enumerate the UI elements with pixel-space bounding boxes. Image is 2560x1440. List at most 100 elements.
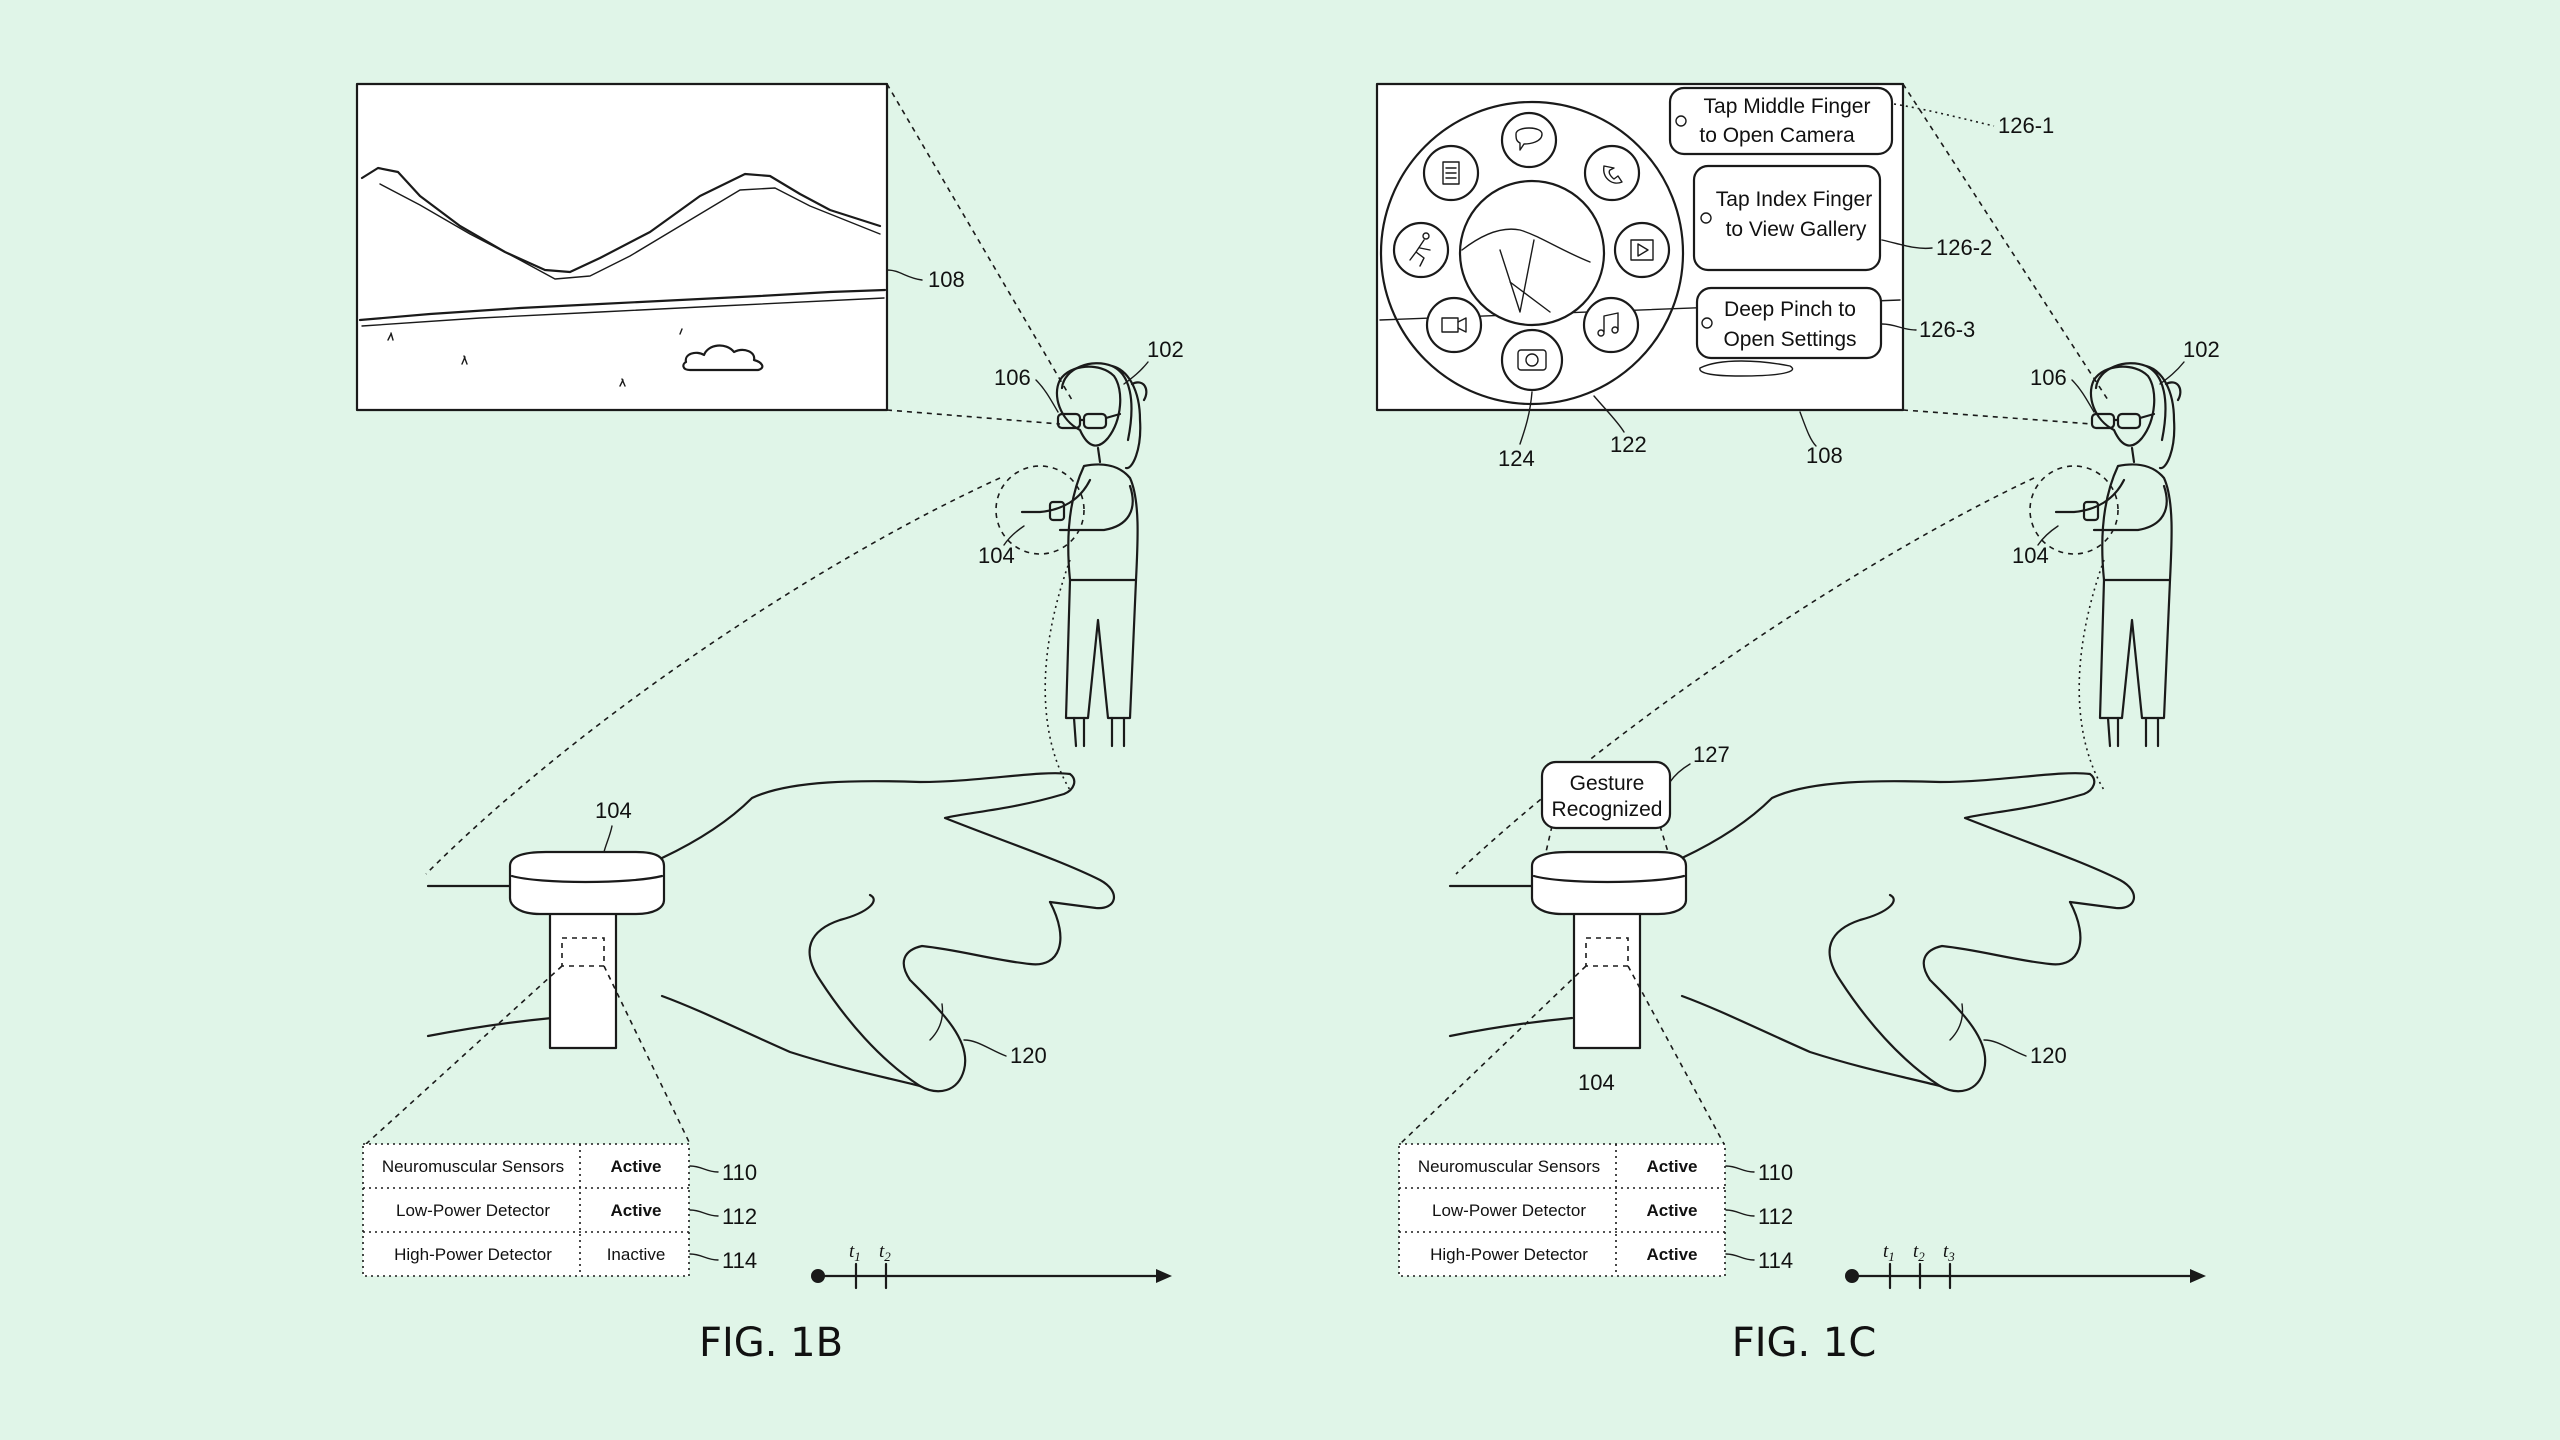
video-camera-icon[interactable] bbox=[1425, 296, 1483, 354]
leader-glasses bbox=[2071, 379, 2095, 413]
option-settings-line2: Open Settings bbox=[1723, 328, 1856, 351]
gesture-recognized-bubble: Gesture Recognized bbox=[1540, 760, 1672, 853]
label-user: 102 bbox=[1147, 337, 1184, 362]
menu-app-icons bbox=[1392, 111, 1671, 392]
label-row-3: 114 bbox=[1758, 1248, 1793, 1273]
option-settings-pill[interactable] bbox=[1695, 286, 1883, 360]
label-user: 102 bbox=[2183, 337, 2220, 362]
gesture-bubble-line2: Recognized bbox=[1552, 798, 1663, 821]
label-option-1: 126-1 bbox=[1998, 113, 2054, 138]
label-hand: 120 bbox=[2030, 1043, 2067, 1068]
user-wrist-device bbox=[1048, 500, 1066, 522]
mountain-ridge bbox=[360, 166, 882, 274]
display-menu: Tap Middle Finger to Open Camera Tap Ind… bbox=[1375, 82, 1905, 412]
table-row-2-state: Active bbox=[610, 1201, 661, 1220]
option-gallery-pill[interactable] bbox=[1692, 164, 1882, 272]
user-legs bbox=[2106, 716, 2160, 748]
timeline: t1 t2 bbox=[811, 1241, 1172, 1290]
timeline-arrowhead bbox=[2190, 1269, 2206, 1283]
leader-option-2 bbox=[1881, 239, 1933, 250]
table-row-2-name: Low-Power Detector bbox=[1432, 1201, 1586, 1220]
zoom-line-left bbox=[365, 965, 563, 1145]
label-row-2: 112 bbox=[1758, 1204, 1793, 1229]
table-row-3-state: Active bbox=[1646, 1245, 1697, 1264]
leader-hand bbox=[963, 1039, 1007, 1057]
timeline-tick-1-label: t1 bbox=[1883, 1241, 1895, 1264]
option-gallery-line2: to View Gallery bbox=[1726, 218, 1867, 241]
label-wearable-small: 104 bbox=[978, 543, 1015, 568]
leader-user bbox=[2159, 361, 2185, 385]
leader-wearable-small bbox=[2037, 525, 2059, 546]
option-gallery-line1: Tap Index Finger bbox=[1716, 188, 1872, 211]
wearable-callout-circle bbox=[995, 465, 1085, 555]
hand-thumb-and-fingers bbox=[1828, 893, 2082, 1093]
user-ponytail bbox=[2164, 381, 2182, 402]
status-table: Neuromuscular Sensors Active Low-Power D… bbox=[1398, 1143, 1726, 1277]
user-ponytail bbox=[1130, 381, 1148, 402]
forearm-bottom bbox=[426, 1016, 554, 1038]
user-hair bbox=[1060, 362, 1142, 470]
forearm-bottom bbox=[1448, 1016, 1574, 1038]
gesture-bubble-rays bbox=[1545, 825, 1669, 853]
projection-arc-top bbox=[1455, 477, 2035, 875]
label-camera-icon: 124 bbox=[1498, 446, 1535, 471]
timeline-tick-2-label: t2 bbox=[879, 1241, 891, 1264]
projection-line-bottom bbox=[1902, 409, 2093, 425]
hand-and-arm bbox=[426, 772, 1116, 1093]
user-figure bbox=[995, 362, 1148, 748]
table-row-3-name: High-Power Detector bbox=[394, 1245, 552, 1264]
user-face bbox=[2089, 365, 2156, 447]
label-wearable: 104 bbox=[1578, 1070, 1615, 1095]
horizon-line bbox=[358, 288, 887, 322]
phone-icon[interactable] bbox=[1583, 144, 1641, 202]
leader-menu bbox=[1593, 395, 1625, 433]
projection-line-top bbox=[1902, 83, 2109, 401]
timeline-tick-1-label: t1 bbox=[849, 1241, 861, 1264]
leader-hand bbox=[1983, 1039, 2027, 1057]
user-torso bbox=[2101, 446, 2173, 582]
hand-back-index bbox=[660, 772, 1116, 910]
label-row-1: 110 bbox=[722, 1160, 757, 1185]
figure-caption: FIG. 1C bbox=[1732, 1320, 1877, 1366]
gesture-options: Tap Middle Finger to Open Camera Tap Ind… bbox=[1668, 86, 1894, 360]
user-hair bbox=[2094, 362, 2176, 470]
leader-gesture bbox=[1669, 763, 1691, 783]
running-person-icon[interactable] bbox=[1392, 221, 1450, 279]
leader-row-3 bbox=[1725, 1253, 1755, 1261]
glasses-right-lens bbox=[1082, 412, 1108, 430]
option-settings-line1: Deep Pinch to bbox=[1724, 298, 1856, 321]
wearable-device bbox=[1530, 850, 1688, 1050]
label-glasses: 106 bbox=[2030, 365, 2067, 390]
finger-crease bbox=[929, 1003, 944, 1041]
label-wearable-small: 104 bbox=[2012, 543, 2049, 568]
label-glasses: 106 bbox=[994, 365, 1031, 390]
figure-1b: 108 102 106 104 bbox=[355, 82, 1184, 1366]
option-camera-pill[interactable] bbox=[1668, 86, 1894, 156]
leader-row-3 bbox=[689, 1253, 719, 1261]
label-row-3: 114 bbox=[722, 1248, 757, 1273]
zoom-line-right bbox=[1627, 965, 1725, 1145]
label-row-2: 112 bbox=[722, 1204, 757, 1229]
figure-1c: Tap Middle Finger to Open Camera Tap Ind… bbox=[1375, 82, 2220, 1366]
label-display: 108 bbox=[1806, 443, 1843, 468]
camera-icon[interactable] bbox=[1500, 328, 1564, 392]
music-note-icon[interactable] bbox=[1582, 296, 1640, 354]
leader-wearable bbox=[603, 825, 613, 853]
projection-line-bottom bbox=[886, 409, 1061, 425]
leader-row-2 bbox=[689, 1209, 719, 1217]
wearable-device bbox=[508, 850, 666, 1050]
hand-and-arm bbox=[1448, 772, 2136, 1093]
leader-camera-icon bbox=[1519, 391, 1533, 445]
table-row-1-name: Neuromuscular Sensors bbox=[1418, 1157, 1600, 1176]
projection-arc-top bbox=[425, 477, 1001, 875]
chat-bubble-icon[interactable] bbox=[1500, 111, 1558, 169]
table-row-2-state: Active bbox=[1646, 1201, 1697, 1220]
video-play-icon[interactable] bbox=[1613, 221, 1671, 279]
label-option-2: 126-2 bbox=[1936, 235, 1992, 260]
table-row-3-state: Inactive bbox=[607, 1245, 666, 1264]
label-display: 108 bbox=[928, 267, 965, 292]
user-torso bbox=[1067, 446, 1139, 582]
timeline-tick-2-label: t2 bbox=[1913, 1241, 1925, 1264]
figure-caption: FIG. 1B bbox=[699, 1320, 843, 1366]
